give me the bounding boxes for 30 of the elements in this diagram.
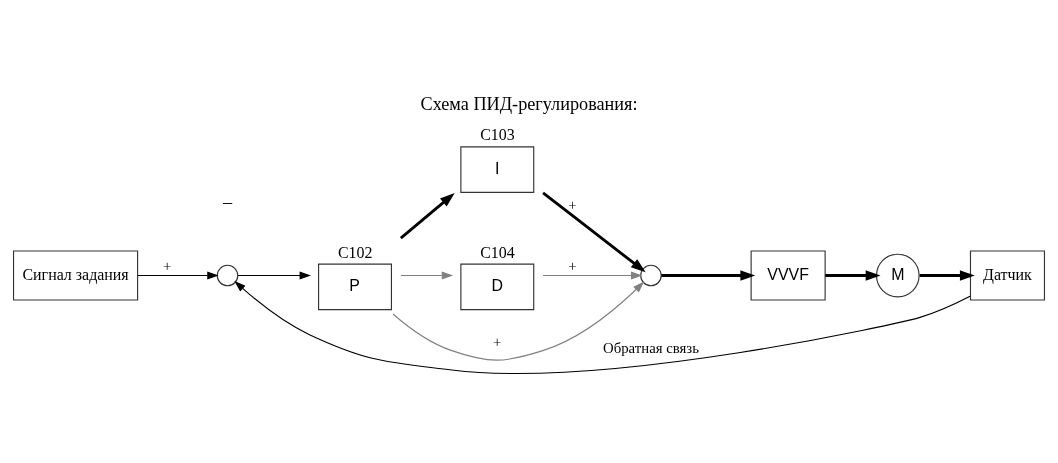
node-circle: M (875, 253, 920, 297)
node-box: Датчик (969, 250, 1046, 301)
edge-label: Обратная связь (603, 339, 699, 356)
node-box: I (460, 145, 535, 193)
node-box: VVVF (750, 250, 826, 301)
node-circle (216, 264, 239, 286)
edge-label: + (568, 196, 577, 213)
arrow (661, 269, 756, 281)
label: – (222, 191, 233, 212)
arrow (237, 271, 311, 279)
node-label: C104 (480, 243, 515, 261)
diagram-title: Схема ПИД-регулирования: (420, 93, 638, 114)
arrow (400, 271, 454, 279)
arrow (542, 271, 643, 279)
node-circle (640, 264, 662, 286)
arrow (392, 281, 645, 361)
edge-label: + (568, 257, 577, 274)
arrow (919, 269, 975, 281)
node-label: C103 (480, 125, 515, 143)
node-box: Сигнал задания (12, 250, 139, 301)
edge-label: + (493, 333, 502, 350)
arrow (399, 192, 455, 239)
arrow (137, 271, 219, 279)
node-box: P (318, 263, 392, 310)
node-label: C102 (337, 243, 373, 261)
edge-label: + (163, 257, 172, 274)
arrow (825, 269, 881, 281)
node-box: D (460, 263, 535, 310)
arrow (542, 191, 646, 272)
arrow (234, 280, 971, 374)
